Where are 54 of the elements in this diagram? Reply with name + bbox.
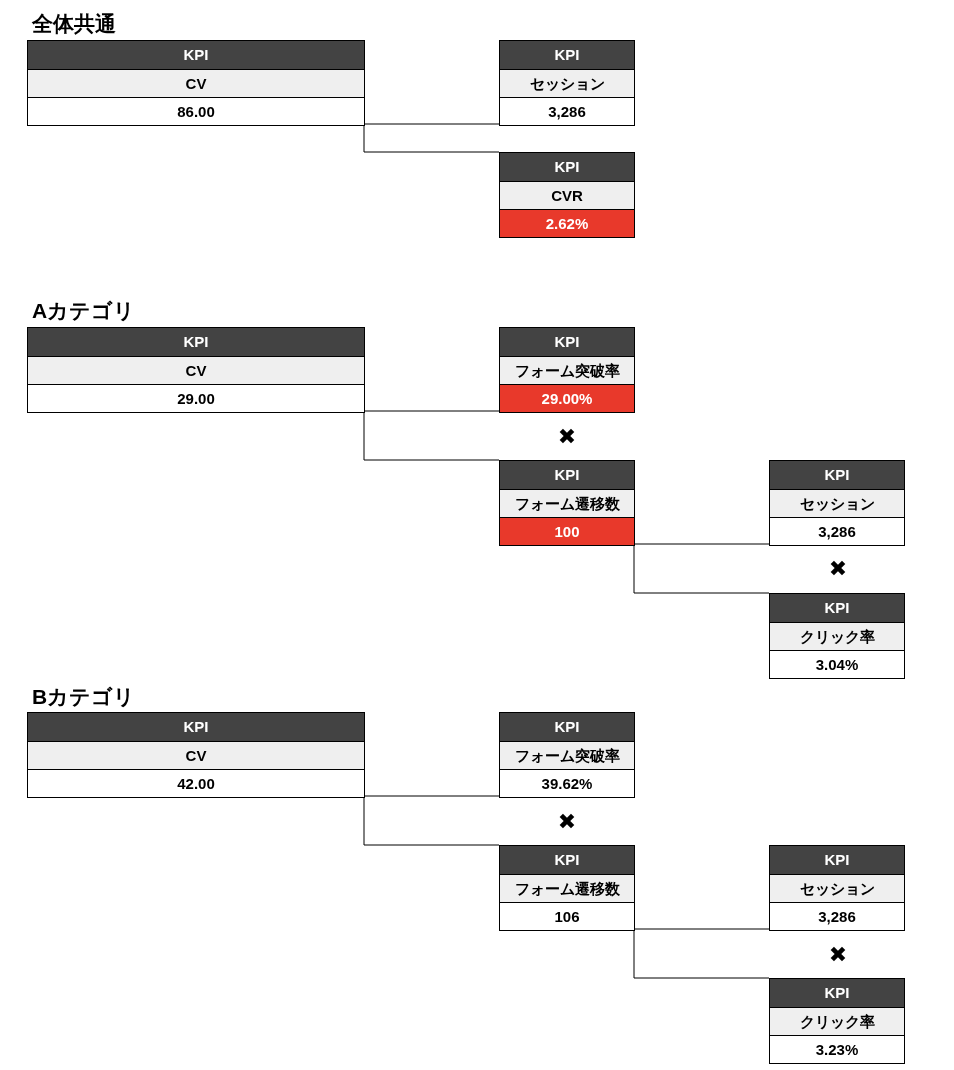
metric-name: フォーム遷移数 [500,489,634,517]
metric-name: CV [28,741,364,769]
kpi-card [27,327,365,413]
metric-name: セッション [770,874,904,902]
card-header: KPI [28,41,364,69]
kpi-card [27,712,365,798]
connector-line [363,123,500,125]
kpi-card [499,460,635,546]
kpi-card [769,460,905,546]
connector-line [363,410,500,412]
card-header: KPI [770,461,904,489]
kpi-card [769,845,905,931]
kpi-card [499,40,635,126]
section-heading: Bカテゴリ [32,684,136,710]
kpi-card [499,845,635,931]
connector-line [633,928,770,930]
multiply-sign: ✖ [557,424,577,450]
card-header: KPI [770,979,904,1007]
metric-name: クリック率 [770,622,904,650]
multiply-sign: ✖ [828,942,848,968]
metric-name: フォーム突破率 [500,356,634,384]
section-heading: Aカテゴリ [32,298,136,324]
metric-name: CVR [500,181,634,209]
card-header: KPI [28,713,364,741]
metric-value: 100 [500,517,634,545]
kpi-card [499,327,635,413]
card-header: KPI [500,713,634,741]
metric-name: クリック率 [770,1007,904,1035]
section-heading: 全体共通 [32,11,116,37]
card-header: KPI [500,328,634,356]
card-header: KPI [500,846,634,874]
metric-name: フォーム遷移数 [500,874,634,902]
multiply-sign: ✖ [828,556,848,582]
metric-value: 29.00% [500,384,634,412]
metric-name: CV [28,69,364,97]
metric-name: セッション [500,69,634,97]
metric-name: CV [28,356,364,384]
metric-name: セッション [770,489,904,517]
kpi-card [769,593,905,679]
kpi-card [499,152,635,238]
kpi-card [27,40,365,126]
kpi-card [499,712,635,798]
connector-line [363,795,500,797]
card-header: KPI [770,846,904,874]
kpi-card [769,978,905,1064]
connector-line [633,543,770,545]
card-header: KPI [500,41,634,69]
metric-value: 2.62% [500,209,634,237]
metric-name: フォーム突破率 [500,741,634,769]
card-header: KPI [28,328,364,356]
multiply-sign: ✖ [557,809,577,835]
card-header: KPI [500,461,634,489]
card-header: KPI [770,594,904,622]
card-header: KPI [500,153,634,181]
